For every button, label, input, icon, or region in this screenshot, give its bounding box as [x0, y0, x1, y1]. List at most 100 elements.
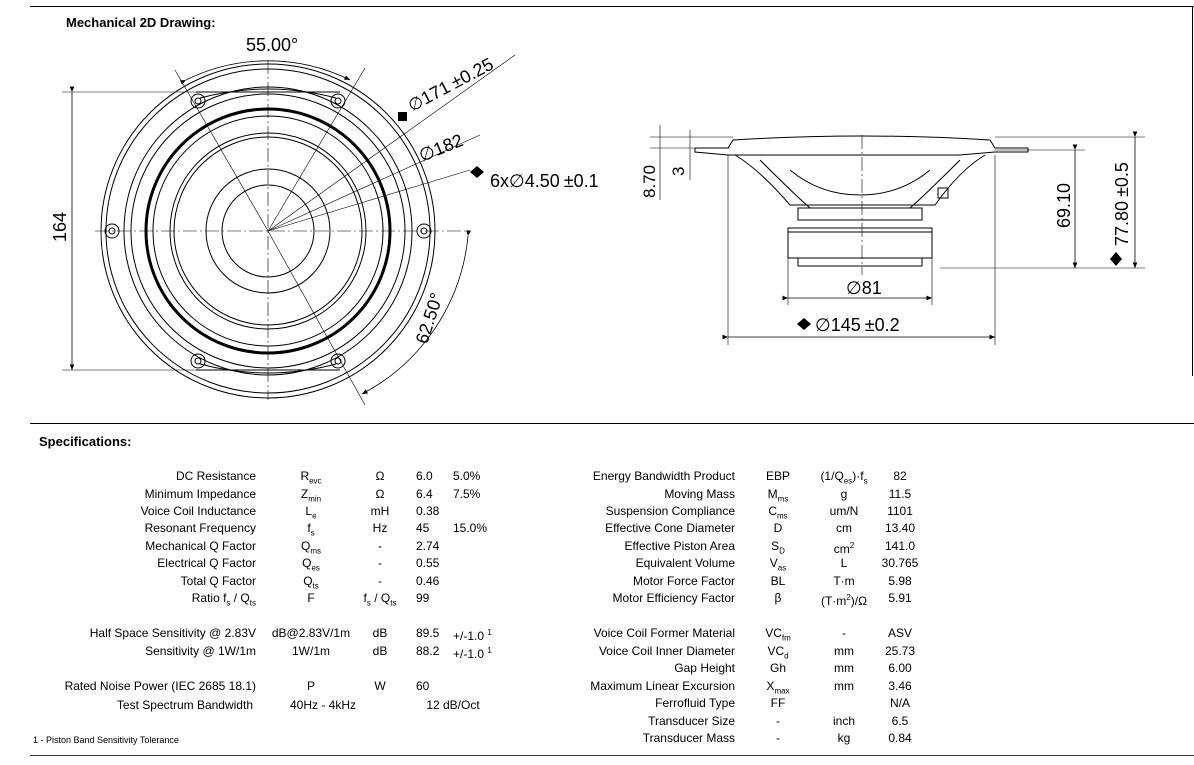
spec-value: 25.73 [884, 644, 916, 658]
right-border [1192, 6, 1193, 376]
spec-name: Half Space Sensitivity @ 2.83V [89, 626, 256, 640]
dia-182-label: ∅182 [416, 130, 466, 166]
spec-symbol sym: Revc [300, 469, 322, 486]
spec-unit: dB [372, 644, 388, 658]
spec-unit: - [378, 539, 382, 553]
depth-7780-dim: 77.80±0.5 [1110, 162, 1132, 266]
spec-name: Motor Force Factor [632, 574, 735, 588]
depth-870-label: 8.70 [640, 165, 659, 198]
spec-value: 88.2 [416, 644, 440, 658]
spec-tolerance: 7.5% [453, 487, 481, 501]
spec-symbol sym: VCfm [765, 626, 791, 643]
spec-name: Transducer Mass [642, 731, 735, 745]
spec-name: Maximum Linear Excursion [590, 679, 735, 693]
spec-symbol sym: VCd [767, 644, 789, 661]
spec-value: 3.46 [888, 679, 912, 693]
spec-value: 6.4 [416, 487, 433, 501]
spec-name: Voice Coil Inductance [140, 504, 256, 518]
spec-unit: mH [370, 504, 390, 518]
spec-unit: dB [372, 626, 388, 640]
spec-symbol sym: D [773, 521, 783, 535]
spec-unit: - [378, 574, 382, 588]
spec-value: 1101 [887, 504, 913, 518]
spec-name: Rated Noise Power (IEC 2685 18.1) [64, 679, 256, 693]
svg-text:77.80±0.5: 77.80±0.5 [1112, 162, 1132, 246]
spec-unit: Hz [372, 521, 388, 535]
spec-symbol sym: fs [307, 521, 315, 538]
spec-name: Ferrofluid Type [655, 696, 735, 710]
spec-symbol sym: Vas [769, 556, 787, 573]
footnote: 1 - Piston Band Sensitivity Tolerance [33, 735, 179, 745]
spec-tolerance: 5.0% [453, 469, 481, 483]
spec-symbol sym: BL [770, 574, 786, 588]
spec-value: 12 dB/Oct [426, 698, 480, 712]
spec-value: 6.00 [888, 661, 912, 675]
spec-name: Equivalent Volume [635, 556, 735, 570]
spec-symbol sym: Cms [768, 504, 788, 521]
spec-value: 6.0 [416, 469, 433, 483]
spec-unit: kg [837, 731, 851, 745]
holes-dim: 6x∅4.50±0.1 [470, 166, 599, 191]
dia-81-label: ∅81 [846, 278, 882, 298]
spec-unit: um/N [829, 504, 859, 518]
depth-3-label: 3 [669, 167, 688, 176]
spec-value: 0.38 [416, 504, 440, 518]
spec-symbol sym: EBP [765, 469, 790, 483]
spec-name: DC Resistance [175, 469, 256, 483]
spec-value: 82 [893, 469, 907, 483]
spec-symbol sym: P [306, 679, 315, 693]
spec-name: Gap Height [674, 661, 735, 675]
spec-unit: inch [832, 714, 855, 728]
spec-unit: cm [836, 521, 852, 535]
spec-tolerance: +/-1.0 1 [453, 628, 492, 643]
spec-tolerance: 15.0% [453, 521, 488, 535]
angle-top-label: 55.00° [246, 35, 298, 55]
spec-unit: cm2 [833, 541, 855, 556]
spec-symbol sym: β [774, 591, 782, 605]
spec-value: 11.5 [888, 487, 912, 501]
spec-unit: W [374, 679, 386, 693]
spec-symbol sym: Qms [300, 539, 321, 556]
spec-name: Energy Bandwidth Product [592, 469, 735, 483]
spec-value: 2.74 [416, 539, 440, 553]
spec-value: 141.0 [884, 539, 916, 553]
spec-value: N/A [889, 696, 910, 710]
top-border [30, 6, 1194, 7]
spec-name: Resonant Frequency [144, 521, 256, 535]
spec-name: Voice Coil Inner Diameter [598, 644, 735, 658]
spec-name: Motor Efficiency Factor [612, 591, 735, 605]
spec-symbol sym: Qts [303, 574, 319, 591]
spec-value: 13.40 [884, 521, 916, 535]
bottom-border [30, 755, 1194, 756]
spec-unit: (T·m2)/Ω [820, 593, 868, 608]
spec-unit: L [840, 556, 848, 570]
spec-symbol sym: Qes [302, 556, 320, 573]
spec-value: 6.5 [891, 714, 909, 728]
spec-name: Effective Cone Diameter [605, 521, 735, 535]
side-view [650, 125, 1145, 345]
specs-title: Specifications: [39, 434, 132, 449]
front-view [62, 54, 516, 406]
spec-value: 0.55 [416, 556, 440, 570]
spec-value: 99 [416, 591, 430, 605]
spec-value: ASV [887, 626, 912, 640]
spec-name: Effective Piston Area [624, 539, 735, 553]
spec-name: Voice Coil Former Material [593, 626, 735, 640]
mechanical-drawing: 55.00° 62.50° 164 ∅171±0.25 ∅182 6x∅4.50… [50, 35, 1145, 406]
spec-symbol sym: Zmin [300, 487, 322, 504]
spec-value: 45 [416, 521, 430, 535]
spec-unit: (1/Qes)·fs [820, 469, 868, 486]
spec-symbol sym: Le [305, 504, 317, 521]
spec-unit: - [842, 626, 846, 640]
spec-value: 0.46 [416, 574, 440, 588]
spec-unit: mm [834, 661, 854, 675]
spec-symbol sym: Mms [767, 487, 789, 504]
spec-name: Moving Mass [664, 487, 735, 501]
spec-symbol sym: - [776, 714, 780, 728]
spec-unit: - [378, 556, 382, 570]
spec-symbol: 40Hz - 4kHz [289, 698, 357, 712]
height-164-label: 164 [50, 212, 70, 242]
spec-symbol sym: FF [770, 696, 786, 710]
spec-unit: Ω [375, 469, 385, 483]
spec-unit: g [840, 487, 848, 501]
